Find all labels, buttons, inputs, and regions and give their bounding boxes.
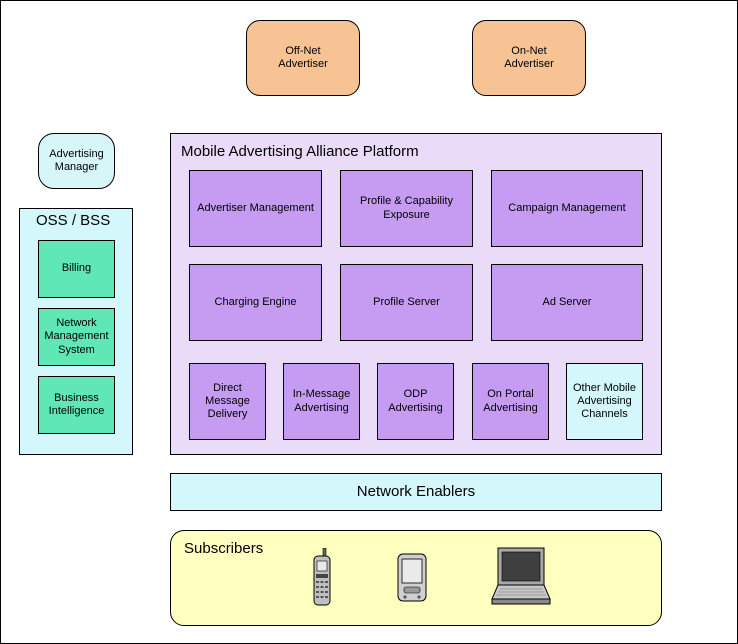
laptop-icon bbox=[491, 547, 551, 605]
network-management-system-box: Network Management System bbox=[38, 308, 115, 366]
ad-server-box: Ad Server bbox=[491, 264, 643, 341]
profile-server-box: Profile Server bbox=[340, 264, 473, 341]
other-mobile-advertising-channels-box: Other Mobile Advertising Channels bbox=[566, 363, 643, 440]
business-intelligence-box: Business Intelligence bbox=[38, 376, 115, 434]
profile-capability-exposure-box: Profile & Capability Exposure bbox=[340, 170, 473, 247]
campaign-management-box: Campaign Management bbox=[491, 170, 643, 247]
pda-icon bbox=[397, 553, 427, 602]
platform-title: Mobile Advertising Alliance Platform bbox=[181, 143, 419, 160]
on-net-advertiser: On-Net Advertiser bbox=[472, 20, 586, 96]
on-portal-advertising-box: On Portal Advertising bbox=[472, 363, 549, 440]
billing-box: Billing bbox=[38, 240, 115, 298]
in-message-advertising-box: In-Message Advertising bbox=[283, 363, 360, 440]
subscribers-title: Subscribers bbox=[184, 540, 264, 557]
off-net-advertiser: Off-Net Advertiser bbox=[246, 20, 360, 96]
direct-message-delivery-box: Direct Message Delivery bbox=[189, 363, 266, 440]
advertiser-management-box: Advertiser Management bbox=[189, 170, 322, 247]
mobile-phone-icon bbox=[313, 548, 331, 606]
oss-bss-title: OSS / BSS bbox=[36, 212, 111, 229]
network-enablers-bar: Network Enablers bbox=[170, 473, 662, 511]
advertising-manager: Advertising Manager bbox=[38, 133, 115, 189]
charging-engine-box: Charging Engine bbox=[189, 264, 322, 341]
odp-advertising-box: ODP Advertising bbox=[377, 363, 454, 440]
